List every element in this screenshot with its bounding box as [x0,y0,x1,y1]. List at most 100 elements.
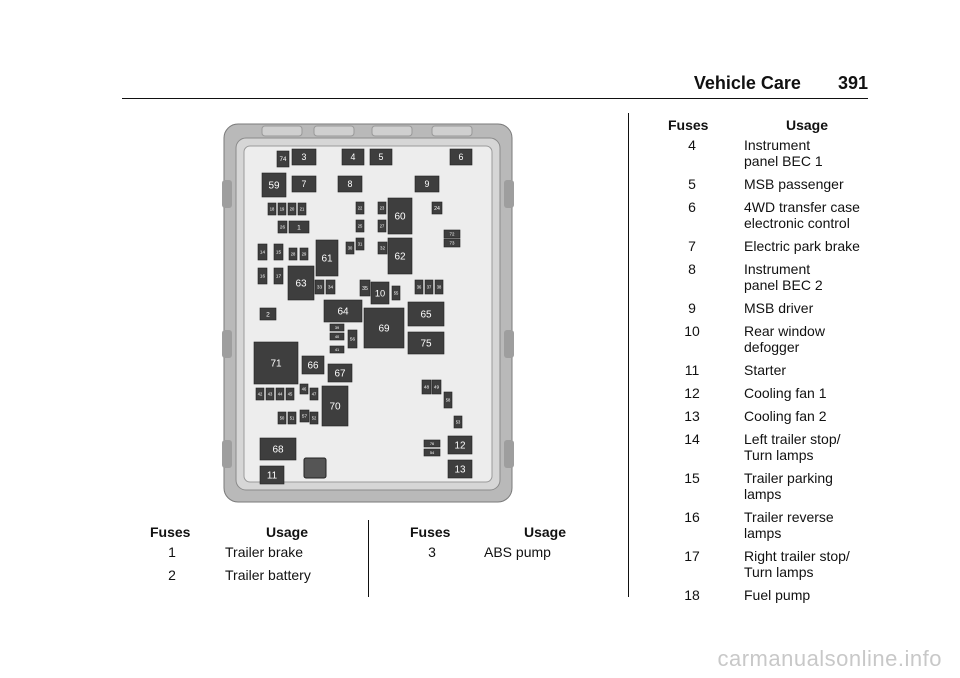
fuse-slot [355,237,365,251]
side-clip-right [504,440,514,468]
fuse-label: 52 [312,415,317,420]
fuse-label: 48 [424,385,430,390]
fuse-slot [314,279,325,295]
fuse-label: 35 [362,286,368,292]
fuse-label: 49 [434,385,440,390]
fuse-number: 12 [684,385,700,401]
usage-line: Turn lamps [744,564,814,580]
fuse-number: 16 [684,509,700,525]
fuse-number: 17 [684,548,700,564]
fuse-slot [297,202,307,216]
fuse-slot [423,448,441,457]
usage-line: ABS pump [484,544,551,560]
header-rule [122,98,868,99]
fuse-slot [387,197,413,235]
fuse-slot [431,379,442,395]
fuse-label: 41 [335,347,339,352]
fuse-label: 72 [450,232,455,237]
fuse-label: 38 [437,284,442,289]
fuse-slot [329,332,345,341]
fuse-label: 73 [450,241,455,246]
fuse-slot [387,237,413,275]
side-clip-left [222,180,232,208]
usage-line: Trailer battery [225,567,311,583]
table-row: 3 ABS pump [400,544,600,567]
fuse-label: 5 [379,152,384,162]
usage-line: MSB passenger [744,176,844,192]
fuse-slot [407,301,445,327]
fuse-label: 74 [280,156,287,163]
fuse-number: 3 [428,544,436,560]
fuse-label: 34 [328,285,334,290]
fuse-usage: MSB passenger [744,176,844,192]
fuse-label: 56 [350,337,356,342]
fuse-slot [355,219,365,233]
fuse-label: 70 [329,402,341,413]
fuse-slot [443,391,453,409]
fuse-label: 32 [380,246,386,251]
usage-line: Turn lamps [744,447,814,463]
fuse-slot [276,150,290,168]
fuse-slot [434,279,444,295]
fuse-label: 10 [375,288,385,298]
usage-line: Trailer parking [744,470,833,486]
fuse-label: 55 [394,290,399,295]
fuse-slot [447,435,473,455]
side-clip-right [504,180,514,208]
fuse-label: 33 [317,285,323,290]
col-usage-header: Usage [524,524,567,540]
fuse-number: 2 [168,567,176,583]
fuse-label: 12 [455,440,466,451]
fuse-slot [261,172,287,198]
fuse-slot [309,411,319,425]
fuse-label: 63 [295,279,307,290]
fuse-label: 29 [302,251,307,256]
fuse-slot [273,243,284,261]
fuse-label: 65 [420,310,432,321]
fuse-slot [453,415,463,429]
fuse-label: 76 [430,441,434,446]
fuse-slot [414,175,440,193]
fuse-label: 8 [348,179,353,189]
fuse-usage: Trailer brake [225,544,303,560]
fuse-label: 11 [267,470,278,481]
fuse-label: 54 [430,450,435,455]
top-tab [313,125,355,137]
fuse-slot [369,148,393,166]
side-clip-left [222,330,232,358]
usage-line: panel BEC 2 [744,277,823,293]
fuse-label: 6 [459,152,464,162]
fuse-usage: MSB driver [744,300,813,316]
fuse-slot [423,439,441,448]
usage-line: 4WD transfer case [744,199,860,215]
fuse-number: 8 [688,261,696,277]
fuse-label: 75 [420,339,432,350]
fuse-number: 18 [684,587,700,603]
fuse-number: 9 [688,300,696,316]
fuse-slot [287,411,297,425]
fuse-usage: Electric park brake [744,238,860,254]
page-header: Vehicle Care 391 [694,73,868,94]
fuse-label: 37 [427,284,432,289]
fuse-label: 36 [417,284,422,289]
usage-line: Cooling fan 1 [744,385,827,401]
fuse-usage: Starter [744,362,786,378]
fuse-slot [265,387,275,401]
fuse-number: 13 [684,408,700,424]
usage-line: defogger [744,339,800,355]
fuse-number: 5 [688,176,696,192]
fuse-usage: Cooling fan 2 [744,408,827,424]
fuse-usage: Right trailer stop/Turn lamps [744,548,850,580]
